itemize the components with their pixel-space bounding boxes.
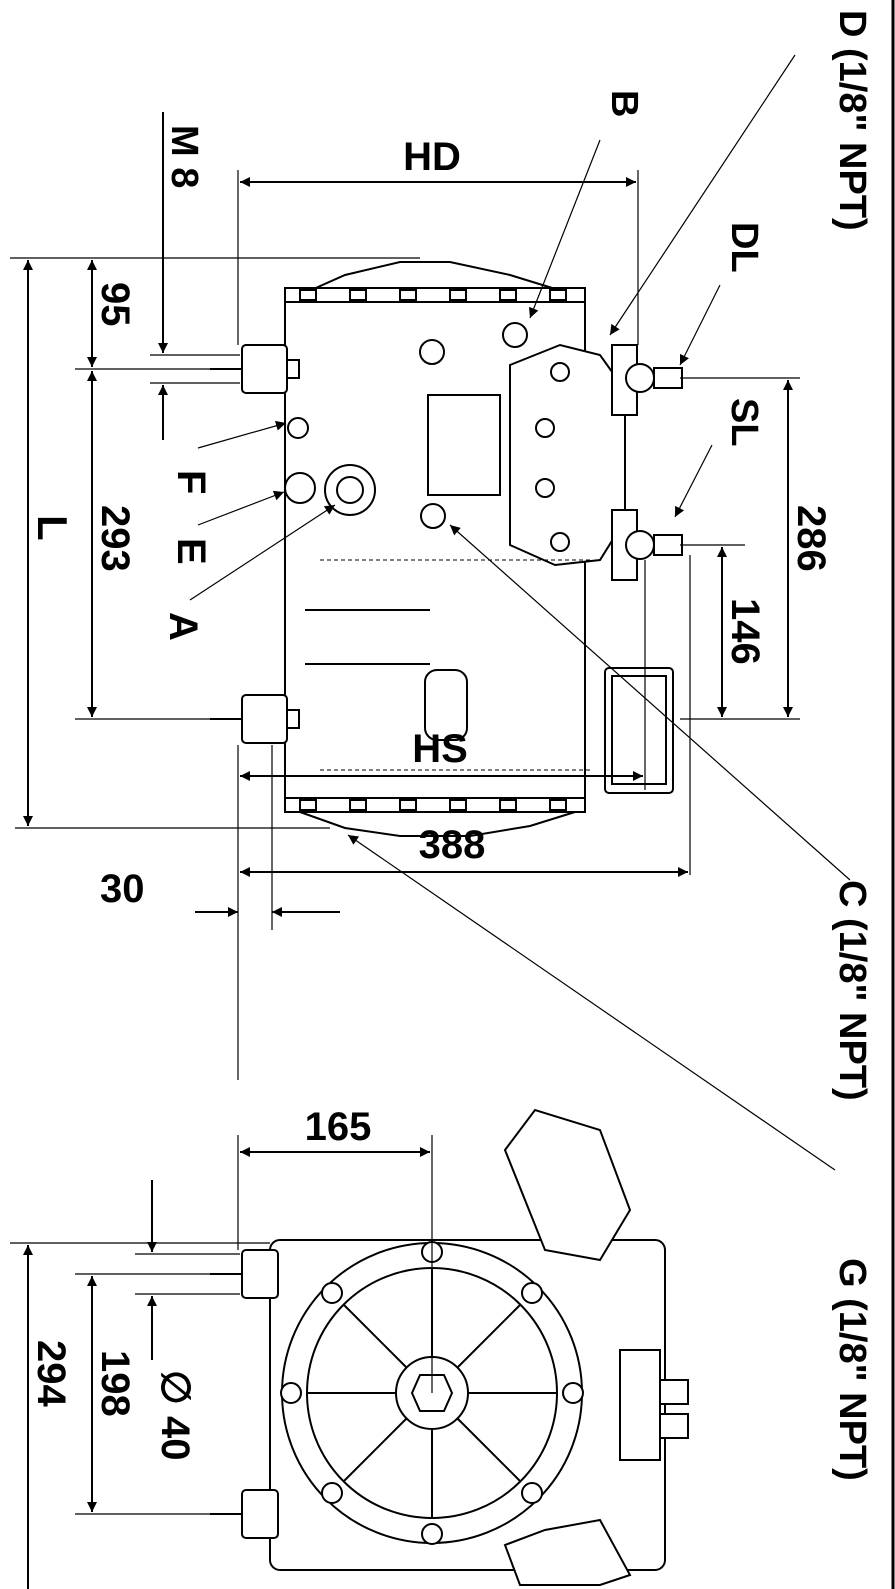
label-30: 30 <box>100 867 145 911</box>
label-e: E <box>169 538 213 565</box>
leader-lines <box>189 54 851 1171</box>
bottom-end-cover <box>299 811 576 837</box>
port-e <box>284 472 316 504</box>
end-view-head-top <box>503 1108 632 1262</box>
mounting-foot-bottom <box>241 694 288 744</box>
label-l: L <box>29 515 76 541</box>
mounting-foot-top <box>241 344 288 394</box>
dimension-lines <box>10 112 800 1589</box>
label-165: 165 <box>305 1105 372 1149</box>
label-388: 388 <box>419 823 486 867</box>
label-95: 95 <box>93 282 137 327</box>
label-146: 146 <box>723 598 767 665</box>
label-c: C (1/8" NPT) <box>831 880 873 1101</box>
label-d: D (1/8" NPT) <box>831 10 873 231</box>
label-a: A <box>161 612 205 641</box>
labels: HD M 8 B D (1/8" NPT) DL SL 286 146 95 2… <box>29 10 873 1481</box>
label-g: G (1/8" NPT) <box>831 1258 873 1481</box>
label-hd: HD <box>403 135 461 179</box>
label-dia-40: ∅ 40 <box>153 1370 197 1460</box>
end-view-head-bottom <box>503 1518 632 1586</box>
end-view <box>210 1108 689 1586</box>
label-hs: HS <box>412 727 468 771</box>
label-dl: DL <box>723 222 765 273</box>
flange-bolts <box>299 289 567 811</box>
top-view <box>210 261 683 837</box>
label-f: F <box>169 470 213 494</box>
label-286: 286 <box>789 505 833 572</box>
top-flange <box>284 287 586 303</box>
label-m8: M 8 <box>163 125 205 188</box>
name-plate <box>427 394 501 496</box>
label-294: 294 <box>29 1340 73 1407</box>
label-sl: SL <box>723 398 765 447</box>
label-198: 198 <box>93 1350 137 1417</box>
bottom-flange <box>284 797 586 813</box>
end-view-foot-bottom <box>241 1489 279 1539</box>
label-b: B <box>603 90 645 117</box>
end-view-foot-top <box>241 1249 279 1299</box>
label-293: 293 <box>93 505 137 572</box>
port-f <box>287 417 309 439</box>
